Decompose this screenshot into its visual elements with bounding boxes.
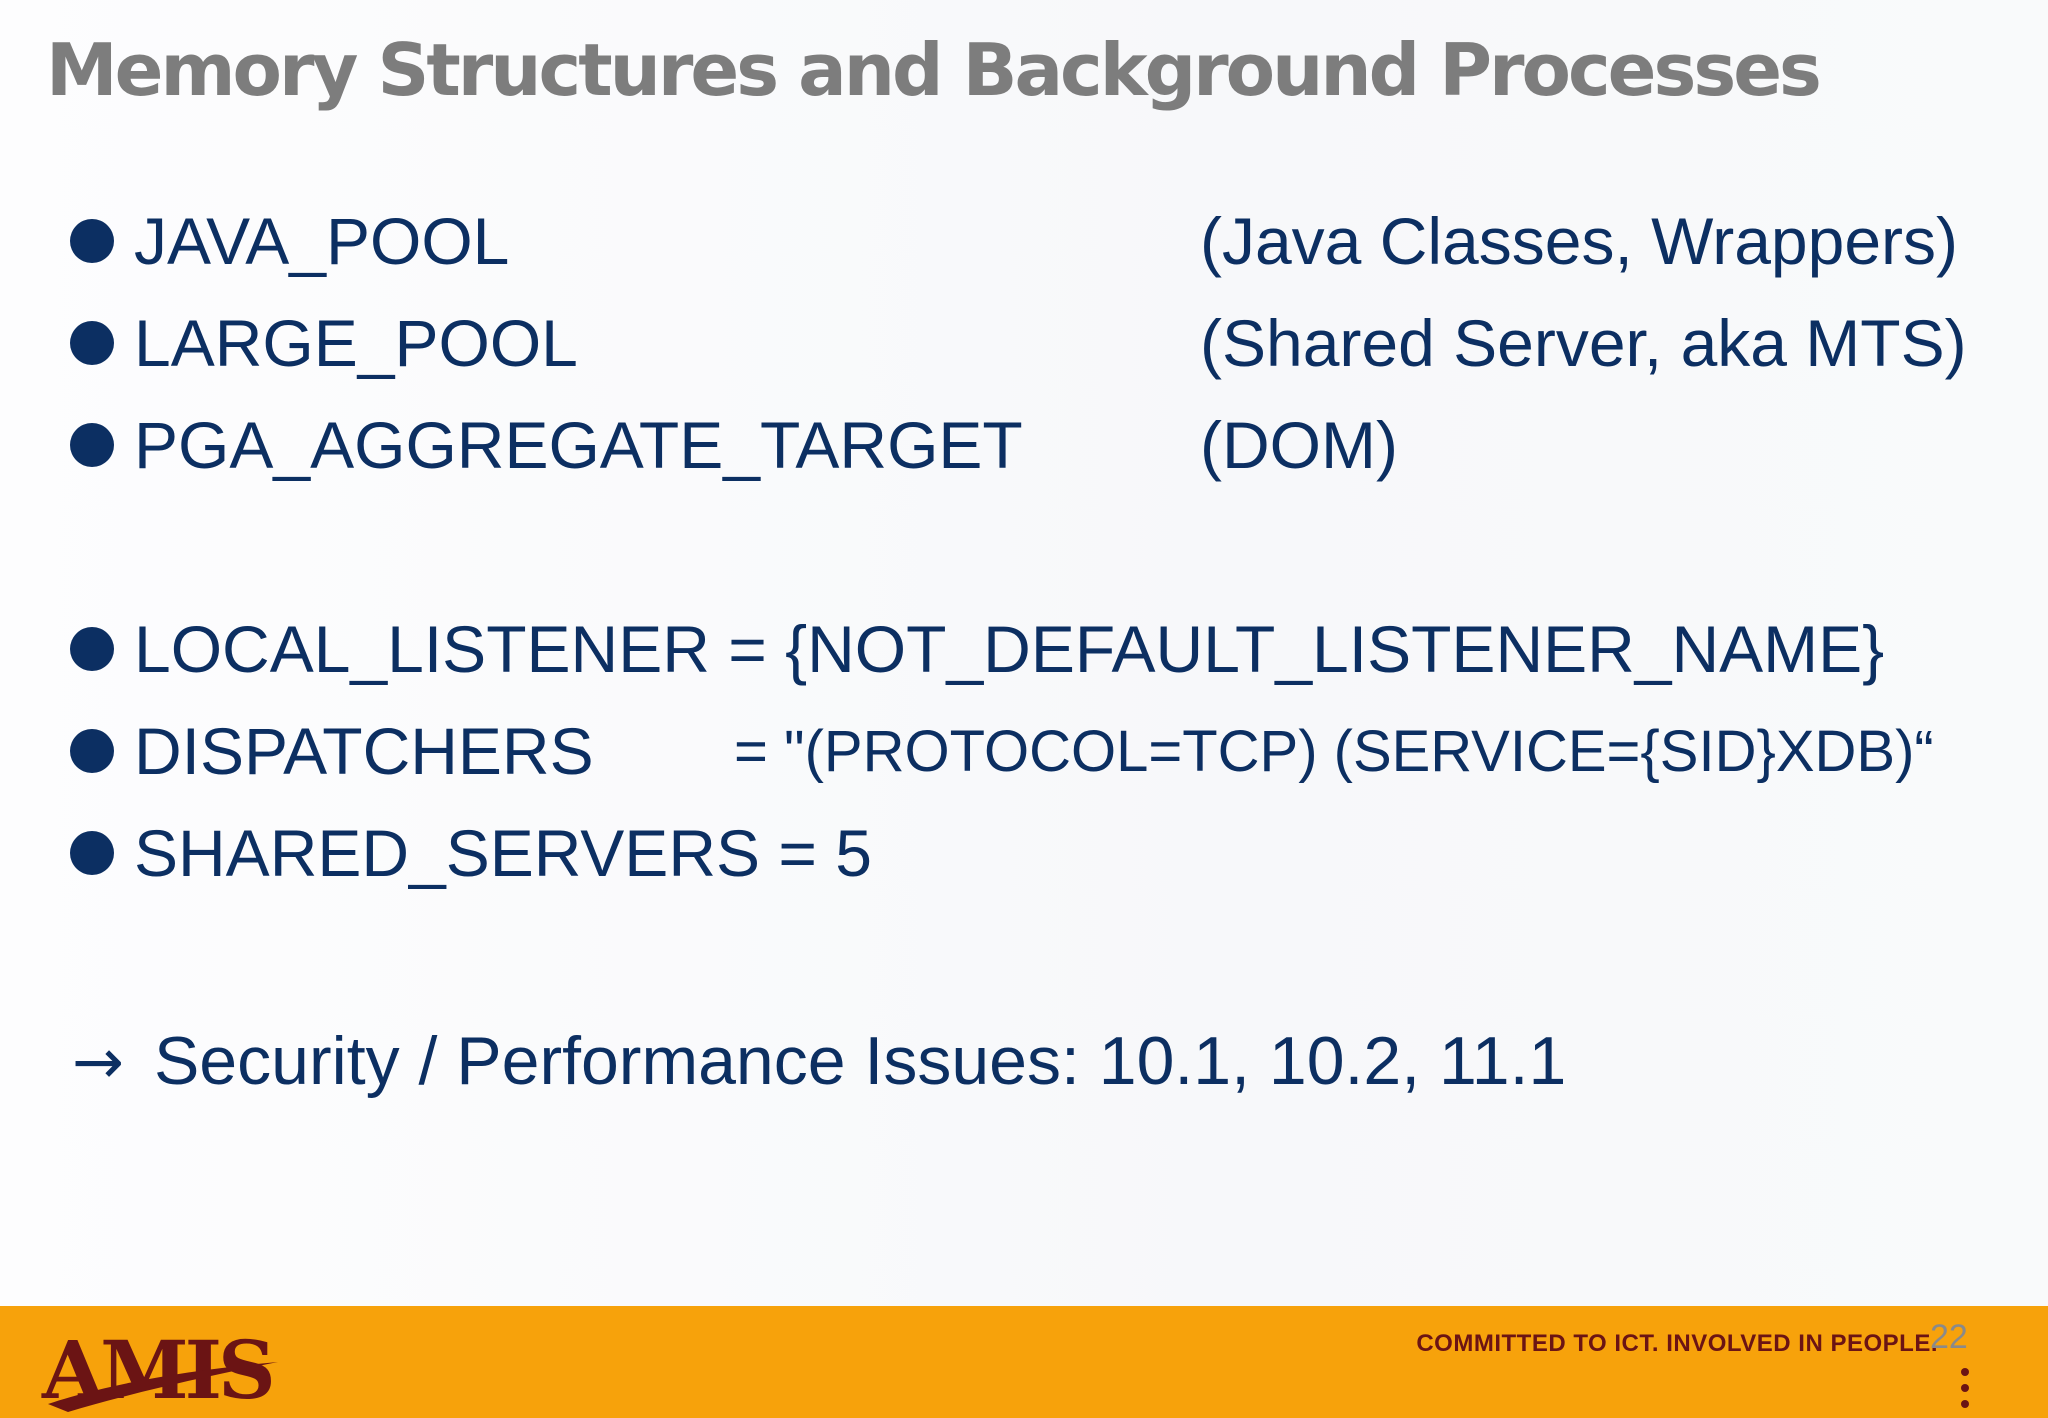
- bullet-dot-icon: [70, 831, 114, 875]
- bullet-item-java-pool: JAVA_POOL: [70, 196, 509, 286]
- bullet-dot-icon: [70, 627, 114, 671]
- bullet-dot-icon: [70, 219, 114, 263]
- bullet-item-large-pool: LARGE_POOL: [70, 298, 578, 388]
- slide-title: Memory Structures and Background Process…: [46, 28, 1822, 112]
- bullet-item-local-listener: LOCAL_LISTENER = {NOT_DEFAULT_LISTENER_N…: [70, 604, 1884, 694]
- bullet-note: (DOM): [1200, 408, 1398, 482]
- bullet-text: PGA_AGGREGATE_TARGET: [134, 408, 1023, 482]
- footer-tagline: COMMITTED TO ICT. INVOLVED IN PEOPLE.: [1416, 1330, 1938, 1357]
- bullet-text: LOCAL_LISTENER = {NOT_DEFAULT_LISTENER_N…: [134, 612, 1885, 686]
- conclusion-text: Security / Performance Issues: 10.1, 10.…: [153, 1023, 1567, 1099]
- bullet-text: LARGE_POOL: [134, 306, 578, 380]
- conclusion-line: → Security / Performance Issues: 10.1, 1…: [72, 1016, 1566, 1106]
- bullet-note: (Shared Server, aka MTS): [1200, 306, 1967, 380]
- bullet-item-dispatchers: DISPATCHERS = "(PROTOCOL=TCP) (SERVICE={…: [70, 706, 1934, 796]
- bullet-item-pga-aggregate-target: PGA_AGGREGATE_TARGET: [70, 400, 1023, 490]
- arrow-right-icon: →: [72, 1024, 124, 1098]
- footer-bar: AMIS COMMITTED TO ICT. INVOLVED IN PEOPL…: [0, 1306, 2048, 1418]
- bullet-dot-icon: [70, 729, 114, 773]
- bullet-dot-icon: [70, 321, 114, 365]
- page-number: 22: [1930, 1318, 1968, 1356]
- amis-logo: AMIS: [41, 1323, 278, 1416]
- bullet-text: DISPATCHERS: [134, 714, 594, 788]
- dots-decoration-icon: [1961, 1368, 1971, 1418]
- bullet-note: (Java Classes, Wrappers): [1200, 204, 1959, 278]
- bullet-text: JAVA_POOL: [134, 204, 510, 278]
- bullet-dot-icon: [70, 423, 114, 467]
- bullet-text: SHARED_SERVERS = 5: [134, 816, 872, 890]
- bullet-item-shared-servers: SHARED_SERVERS = 5: [70, 808, 872, 898]
- bullet-value: = "(PROTOCOL=TCP) (SERVICE={SID}XDB)“: [734, 718, 1934, 784]
